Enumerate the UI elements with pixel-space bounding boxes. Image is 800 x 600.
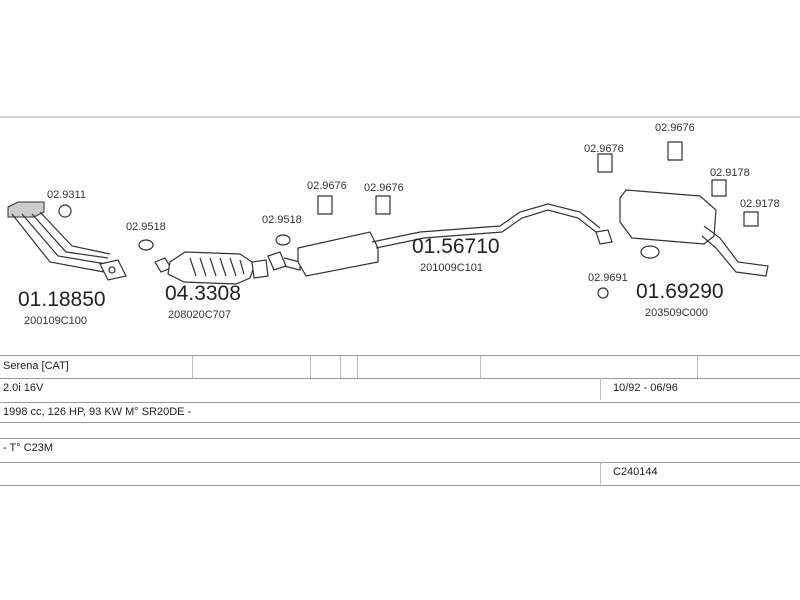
- table-row-engine: 2.0i 16V 10/92 - 06/96: [0, 378, 800, 400]
- fitting-label-7: 02.9676: [655, 122, 695, 134]
- fitting-label-6: 02.9676: [584, 143, 624, 155]
- part-number-2: 04.3308: [165, 282, 241, 305]
- table-row-ref: C240144: [0, 462, 800, 484]
- vehicle-model: Serena [CAT]: [3, 360, 69, 372]
- fitting-label-5: 02.9676: [364, 182, 404, 194]
- catalytic-converter-drawing: [138, 239, 269, 285]
- engine-spec: 1998 cc, 126 HP, 93 KW M° SR20DE -: [3, 406, 192, 418]
- fitting-label-9: 02.9178: [740, 198, 780, 210]
- oe-number-1: 200109C100: [24, 315, 87, 327]
- fitting-label-1: 02.9311: [47, 189, 86, 201]
- part-number-4: 01.69290: [636, 280, 724, 303]
- fitting-label-8: 02.9178: [710, 167, 750, 179]
- front-pipe-drawing: [7, 201, 127, 281]
- fitting-label-3: 02.9518: [262, 214, 302, 226]
- table-row-spec: 1998 cc, 126 HP, 93 KW M° SR20DE -: [0, 402, 800, 422]
- oe-number-4: 203509C000: [645, 307, 708, 319]
- gasket-ring-1: [58, 204, 72, 218]
- part-number-1: 01.18850: [18, 288, 106, 311]
- fitting-label-4: 02.9676: [307, 180, 347, 192]
- oe-number-3: 201009C101: [420, 262, 483, 274]
- part-number-3: 01.56710: [412, 235, 500, 258]
- table-row-model: Serena [CAT]: [0, 356, 800, 378]
- fitting-label-2: 02.9518: [126, 221, 166, 233]
- production-years: 10/92 - 06/96: [613, 382, 678, 394]
- oe-number-2: 208020C707: [168, 309, 231, 321]
- transmission-code: - T° C23M: [3, 442, 54, 454]
- engine-label: 2.0i 16V: [3, 382, 44, 394]
- fitting-label-10: 02.9691: [588, 272, 628, 284]
- table-row-code: - T° C23M: [0, 438, 800, 462]
- catalogue-reference: C240144: [613, 466, 658, 478]
- gasket-ring-2: [597, 287, 609, 299]
- centre-pipe-drawing: [267, 195, 613, 277]
- rear-silencer-drawing: [597, 141, 769, 277]
